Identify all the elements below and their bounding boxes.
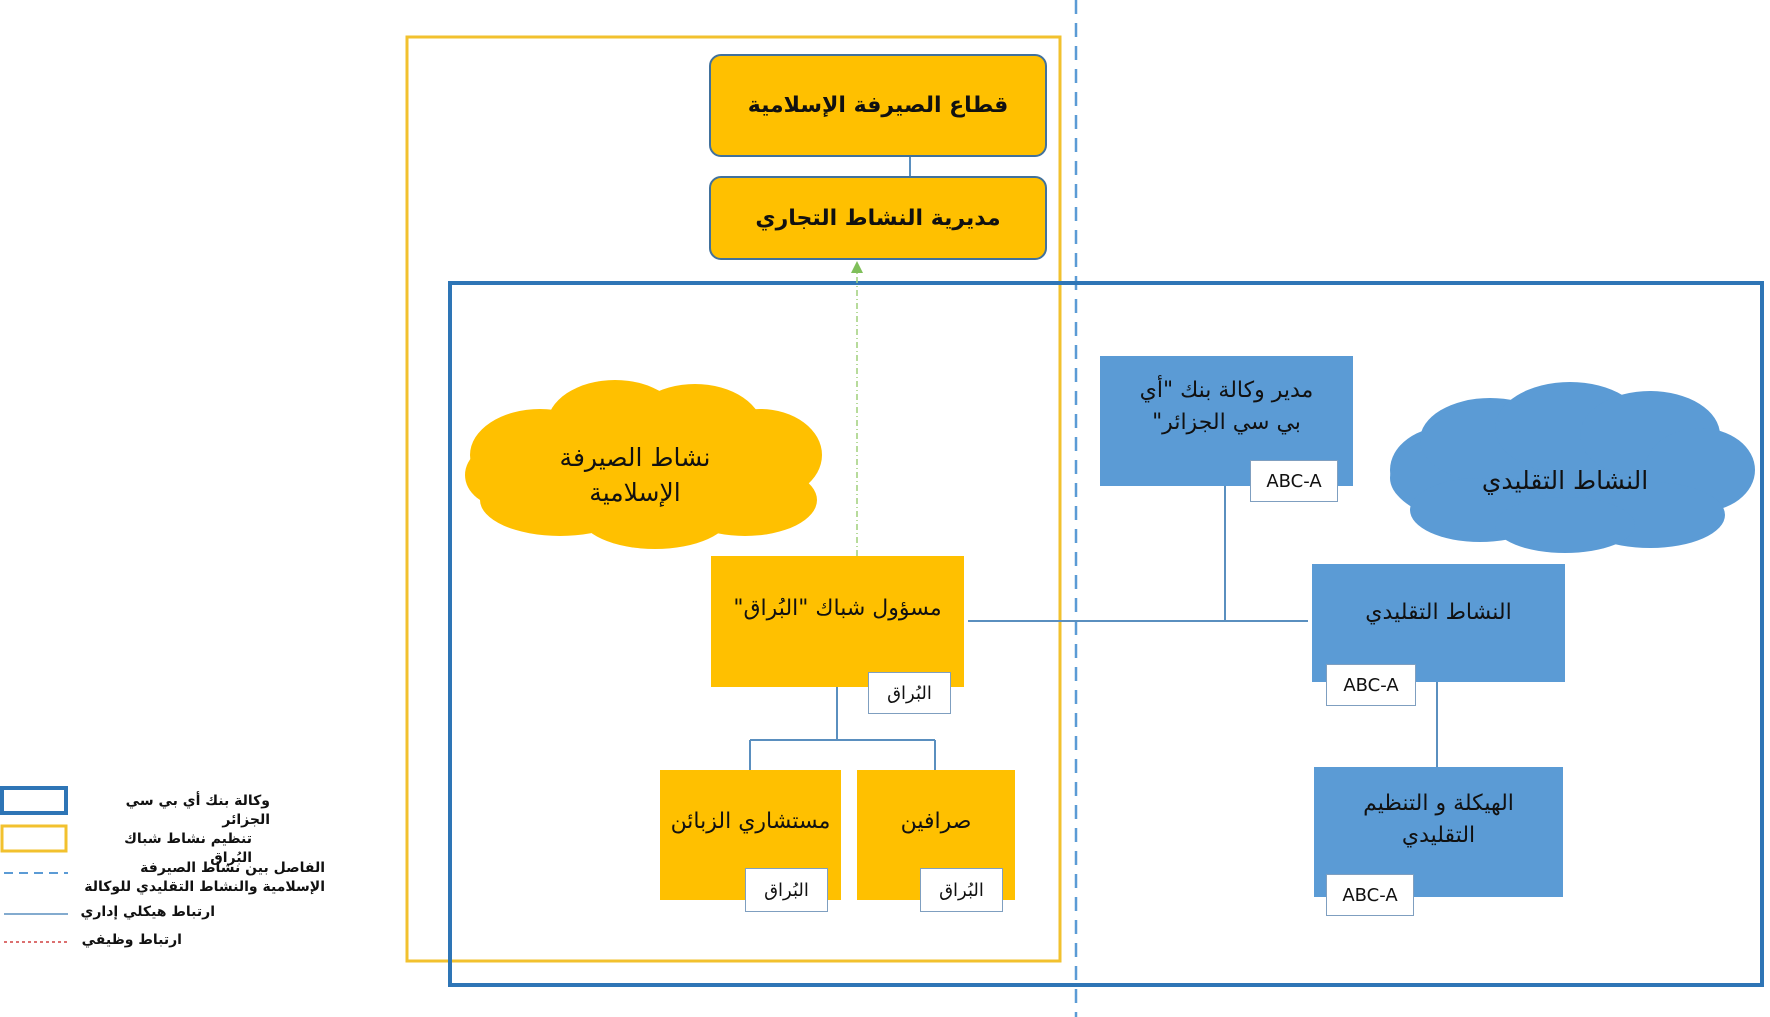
structural-connectors [749,157,1438,770]
conventional-cloud-label: النشاط التقليدي [1481,465,1649,495]
window-manager-label: مسؤول شباك "البُراق" [733,596,942,621]
directorate-box: مديرية النشاط التجاري [709,176,1047,260]
conventional-activity-tag: ABC-A [1326,664,1416,706]
advisors-label: مستشاري الزبائن [670,808,831,834]
legend-structural-label: ارتباط هيكلي إداري [80,904,216,920]
directorate-label: مديرية النشاط التجاري [755,205,1001,231]
legend-separator-label: الفاصل بين نشاط الصيرفة الإسلامية والنشا… [84,860,325,895]
agency-director-box: مدير وكالة بنك "أي بي سي الجزائر" [1100,356,1353,486]
legend-functional-label: ارتباط وظيفي [81,932,182,948]
functional-arrowhead [851,261,863,273]
legend-window-label: تنظيم نشاط شباك البُراق [124,831,252,866]
islamic-cloud-label: نشاط الصيرفة الإسلامية [559,443,711,507]
islamic-cloud [465,380,822,549]
advisors-tag: البُراق [745,868,828,912]
agency-director-tag: ABC-A [1250,460,1338,502]
sector-box: قطاع الصيرفة الإسلامية [709,54,1047,157]
structure-tag: ABC-A [1326,874,1414,916]
window-manager-tag: البُراق [868,672,951,714]
islamic-window-frame [405,35,1062,963]
agency-frame [448,281,1764,987]
legend-agency-swatch [0,786,68,815]
sector-label: قطاع الصيرفة الإسلامية [747,93,1009,118]
conventional-activity-box: النشاط التقليدي [1312,564,1565,682]
conventional-cloud [1390,382,1755,553]
conventional-activity-label: النشاط التقليدي [1365,600,1512,626]
cashiers-tag: البُراق [920,868,1003,912]
structure-label: الهيكلة و التنظيم التقليدي [1363,791,1514,848]
legend-window-swatch [0,824,68,853]
legend-agency-label: وكالة بنك أي بي سي الجزائر [125,793,270,828]
window-manager-box: مسؤول شباك "البُراق" [711,556,964,687]
agency-director-label: مدير وكالة بنك "أي بي سي الجزائر" [1139,378,1314,435]
cashiers-label: صرافين [900,808,972,834]
